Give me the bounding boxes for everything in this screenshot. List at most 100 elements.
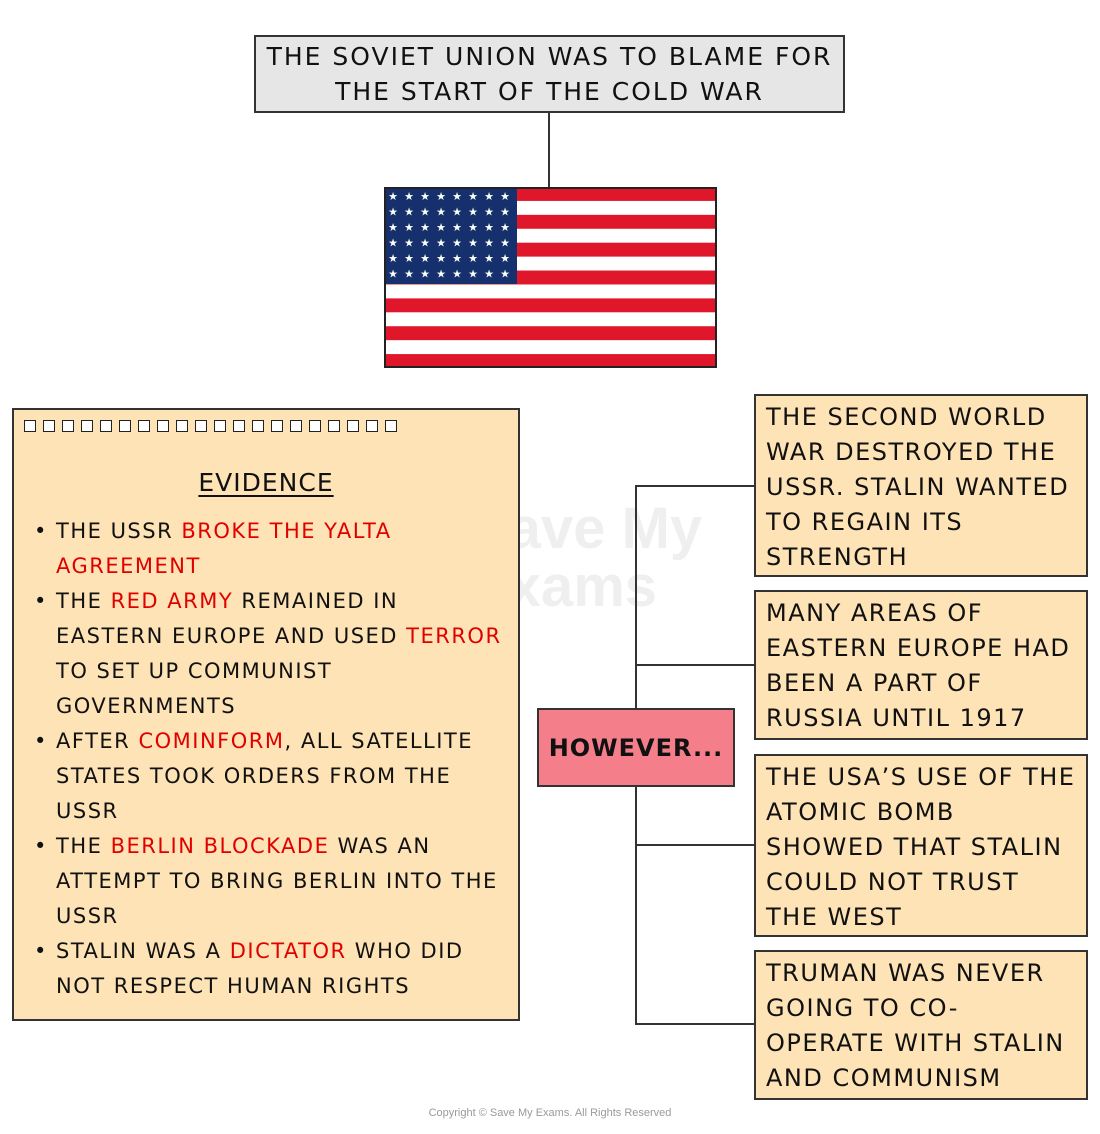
svg-text:★: ★: [388, 268, 398, 281]
evidence-item: •THE RED ARMY REMAINED IN EASTERN EUROPE…: [34, 589, 502, 718]
evidence-text: , ALL SATELLITE STATES TOOK ORDERS FROM …: [56, 729, 474, 823]
svg-text:★: ★: [468, 252, 478, 265]
binding-hole: [119, 420, 131, 432]
evidence-item: •STALIN WAS A DICTATOR WHO DID NOT RESPE…: [34, 939, 464, 998]
svg-text:★: ★: [468, 268, 478, 281]
highlight-text: DICTATOR: [229, 939, 347, 963]
branch-line: [635, 1023, 755, 1025]
svg-text:★: ★: [436, 190, 446, 203]
svg-text:★: ★: [484, 206, 494, 219]
evidence-item: •AFTER COMINFORM, ALL SATELLITE STATES T…: [34, 729, 474, 823]
svg-text:★: ★: [404, 190, 414, 203]
evidence-text: THE: [56, 834, 111, 858]
evidence-text: THE USSR: [56, 519, 182, 543]
notebook-binding: [24, 420, 397, 432]
counterpoint-text: THE USA’S USE OF THE ATOMIC BOMB SHOWED …: [766, 763, 1076, 931]
binding-hole: [62, 420, 74, 432]
svg-text:★: ★: [404, 268, 414, 281]
binding-hole: [195, 420, 207, 432]
evidence-text: AFTER: [56, 729, 139, 753]
highlight-text: TERROR: [406, 624, 502, 648]
svg-text:★: ★: [500, 237, 510, 250]
svg-text:★: ★: [420, 268, 430, 281]
binding-hole: [100, 420, 112, 432]
branch-line: [635, 844, 755, 846]
title-box: THE SOVIET UNION WAS TO BLAME FOR THE ST…: [254, 35, 845, 113]
svg-text:★: ★: [468, 206, 478, 219]
svg-text:★: ★: [404, 237, 414, 250]
svg-text:★: ★: [452, 237, 462, 250]
svg-text:★: ★: [436, 237, 446, 250]
svg-text:★: ★: [388, 237, 398, 250]
binding-hole: [233, 420, 245, 432]
counterpoint-box: THE SECOND WORLD WAR DESTROYED THE USSR.…: [754, 394, 1088, 577]
svg-text:★: ★: [388, 252, 398, 265]
binding-hole: [385, 420, 397, 432]
binding-hole: [43, 420, 55, 432]
svg-text:★: ★: [468, 237, 478, 250]
binding-hole: [81, 420, 93, 432]
highlight-text: BERLIN BLOCKADE: [110, 834, 330, 858]
svg-text:★: ★: [388, 206, 398, 219]
binding-hole: [290, 420, 302, 432]
counterpoint-box: MANY AREAS OF EASTERN EUROPE HAD BEEN A …: [754, 590, 1088, 740]
evidence-item: •THE BERLIN BLOCKADE WAS AN ATTEMPT TO B…: [34, 834, 498, 928]
branch-line: [635, 664, 755, 666]
highlight-text: COMINFORM: [138, 729, 285, 753]
evidence-item: •THE USSR BROKE THE YALTA AGREEMENT: [34, 519, 392, 578]
svg-text:★: ★: [484, 221, 494, 234]
svg-text:★: ★: [404, 252, 414, 265]
svg-text:★: ★: [484, 237, 494, 250]
svg-text:★: ★: [484, 268, 494, 281]
evidence-text: TO SET UP COMMUNIST GOVERNMENTS: [56, 659, 333, 718]
title-text: THE SOVIET UNION WAS TO BLAME FOR THE ST…: [266, 42, 833, 106]
svg-text:★: ★: [468, 221, 478, 234]
binding-hole: [347, 420, 359, 432]
svg-text:★: ★: [500, 268, 510, 281]
evidence-text: WAS AN ATTEMPT TO BRING BERLIN INTO THE …: [56, 834, 498, 928]
counterpoint-text: TRUMAN WAS NEVER GOING TO CO-OPERATE WIT…: [766, 959, 1065, 1092]
evidence-notebook: EVIDENCE •THE USSR BROKE THE YALTA AGREE…: [12, 408, 520, 1021]
svg-text:★: ★: [420, 252, 430, 265]
svg-text:★: ★: [452, 221, 462, 234]
svg-text:★: ★: [452, 190, 462, 203]
svg-text:★: ★: [500, 190, 510, 203]
connector-line: [548, 113, 550, 188]
svg-text:★: ★: [420, 221, 430, 234]
svg-text:★: ★: [436, 221, 446, 234]
highlight-text: BROKE THE YALTA AGREEMENT: [56, 519, 392, 578]
evidence-text: REMAINED IN EASTERN EUROPE AND USED: [56, 589, 407, 648]
svg-text:★: ★: [436, 268, 446, 281]
binding-hole: [138, 420, 150, 432]
svg-text:★: ★: [436, 252, 446, 265]
svg-text:★: ★: [484, 252, 494, 265]
svg-text:★: ★: [500, 221, 510, 234]
svg-text:★: ★: [452, 252, 462, 265]
binding-hole: [176, 420, 188, 432]
svg-text:★: ★: [500, 206, 510, 219]
svg-text:★: ★: [484, 190, 494, 203]
svg-text:★: ★: [452, 206, 462, 219]
binding-hole: [271, 420, 283, 432]
svg-text:★: ★: [388, 190, 398, 203]
svg-text:★: ★: [500, 252, 510, 265]
binding-hole: [328, 420, 340, 432]
counterpoint-box: TRUMAN WAS NEVER GOING TO CO-OPERATE WIT…: [754, 950, 1088, 1100]
svg-text:★: ★: [468, 190, 478, 203]
binding-hole: [252, 420, 264, 432]
svg-text:★: ★: [420, 190, 430, 203]
highlight-text: RED ARMY: [110, 589, 234, 613]
svg-text:★: ★: [420, 237, 430, 250]
us-flag-icon: ★ ★ ★ ★ ★ ★ ★ ★ ★ ★ ★ ★ ★ ★ ★ ★ ★ ★ ★ ★ ★ ★ ★ ★ ★ ★ ★ ★ ★ ★ ★ ★ ★ ★ ★ ★ ★ ★ ★ ★…: [384, 187, 717, 368]
svg-text:★: ★: [452, 268, 462, 281]
binding-hole: [24, 420, 36, 432]
binding-hole: [157, 420, 169, 432]
evidence-text: STALIN WAS A: [56, 939, 230, 963]
svg-text:★: ★: [404, 206, 414, 219]
branch-line: [635, 485, 755, 487]
evidence-text: WHO DID NOT RESPECT HUMAN RIGHTS: [56, 939, 464, 998]
counterpoint-text: MANY AREAS OF EASTERN EUROPE HAD BEEN A …: [766, 599, 1071, 732]
svg-text:★: ★: [388, 221, 398, 234]
binding-hole: [214, 420, 226, 432]
svg-text:★: ★: [404, 221, 414, 234]
